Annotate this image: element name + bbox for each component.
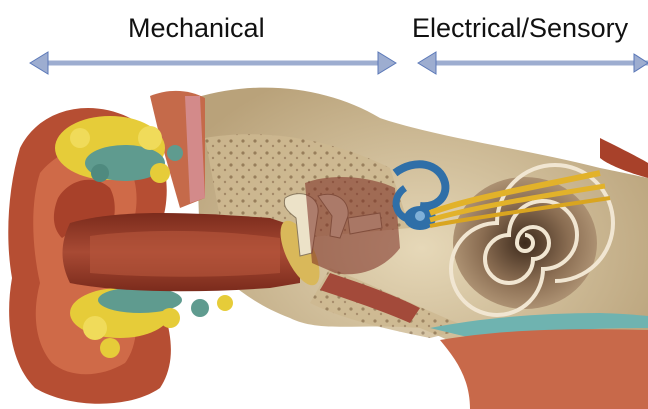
mechanical-arrow-left-head — [30, 52, 48, 74]
mechanical-arrow-right-head — [378, 52, 396, 74]
mechanical-arrow — [30, 52, 396, 74]
middle-ear-cavity — [305, 177, 400, 274]
electrical-sensory-arrow-left-head — [418, 52, 436, 74]
electrical-sensory-arrow-right-head — [634, 54, 648, 72]
electrical-sensory-arrow — [418, 52, 648, 74]
ear-anatomy-illustration — [0, 78, 648, 409]
